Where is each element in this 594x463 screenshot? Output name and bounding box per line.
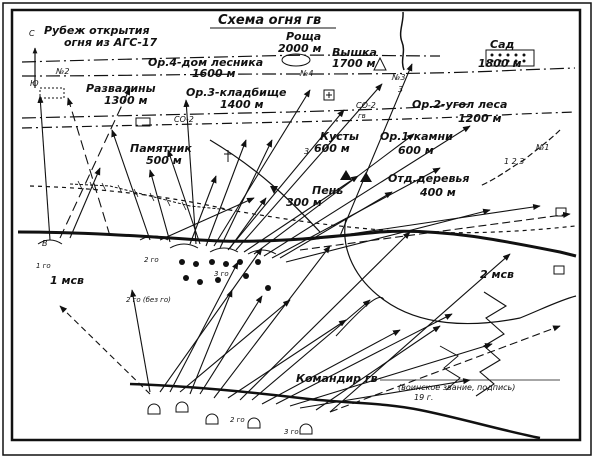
mark-n4: №4 xyxy=(299,69,313,78)
mark-msv2: 2 мсв xyxy=(480,268,514,281)
compass: С Ю xyxy=(29,29,39,88)
mark-go2b: 2 го xyxy=(230,416,245,424)
label-otd-dist: 400 м xyxy=(419,186,456,199)
label-rubezh-2: огня из АГС-17 xyxy=(64,36,158,49)
mark-b: В xyxy=(42,239,48,248)
mark-go3b: 3 го xyxy=(284,428,299,436)
stump-symbol xyxy=(270,170,372,194)
outer-frame xyxy=(2,2,592,456)
footer-signature: (воинское звание, подпись) xyxy=(398,383,515,392)
label-roshcha-dist: 2000 м xyxy=(278,42,321,55)
mark-go3a: 3 го xyxy=(214,270,229,278)
mark-gv: гв xyxy=(358,112,366,120)
label-roshcha-name: Роща xyxy=(286,30,321,43)
mark-3a: 3 xyxy=(398,85,403,94)
label-vyshka-dist: 1700 м xyxy=(332,57,375,70)
mark-v2go: 2 го (без го) xyxy=(126,296,171,304)
label-or4-dist: 1600 м xyxy=(192,67,235,80)
label-kusty-dist: 600 м xyxy=(314,142,350,155)
label-or4-name: Ор.4-дом лесника xyxy=(148,56,263,69)
mark-go2a: 2 го xyxy=(144,256,159,264)
fire-arrows-front xyxy=(37,63,571,263)
inner-frame xyxy=(10,8,582,442)
mark-n2: №2 xyxy=(55,67,69,76)
position-marks-front xyxy=(179,259,271,291)
label-razvaliny-dist: 1300 м xyxy=(104,94,147,107)
label-or3-name: Ор.3-кладбище xyxy=(186,86,287,99)
label-rubezh-1: Рубеж открытия xyxy=(44,24,150,37)
mark-co2b: СО-2 xyxy=(356,101,376,110)
label-or2-name: Ор.2-угол леса xyxy=(412,98,507,111)
front-line xyxy=(17,229,577,258)
sector-boundary-1 xyxy=(209,139,321,233)
trench-marks xyxy=(37,235,277,255)
label-kusty-name: Кусты xyxy=(320,130,359,143)
misc-symbols xyxy=(39,49,567,275)
label-sad-name: Сад xyxy=(490,38,514,51)
fire-arrows xyxy=(59,231,561,413)
label-razvaliny-name: Развалины xyxy=(86,82,156,95)
mark-v1go: 1 го xyxy=(36,262,51,270)
mark-123: 1 2 3 xyxy=(504,157,524,166)
garden-dots xyxy=(490,53,526,63)
compass-north: С xyxy=(29,29,35,38)
label-otd-name: Отд.деревья xyxy=(388,172,469,185)
label-pen-dist: 300 м xyxy=(286,196,322,209)
label-sad-dist: 1800 м xyxy=(478,57,521,70)
label-or1-name: Ор.1-камни xyxy=(380,130,453,143)
sector-boundary-2 xyxy=(344,217,577,325)
mark-3b: 3 xyxy=(304,147,309,156)
label-or1-dist: 600 м xyxy=(398,144,434,157)
label-or3-dist: 1400 м xyxy=(220,98,263,111)
sector-boundary-3 xyxy=(335,297,385,337)
label-or2-dist: 1200 м xyxy=(458,112,501,125)
mark-19: 19 г. xyxy=(414,393,433,402)
diagram-title: Схема огня гв xyxy=(218,13,321,28)
forest-edge-right xyxy=(479,129,561,187)
forest-edge-top xyxy=(399,11,405,71)
label-pen-name: Пень xyxy=(312,184,343,197)
position-marks-rear xyxy=(147,401,313,435)
mark-msv1: 1 мсв xyxy=(50,274,84,287)
mark-n1: №1 xyxy=(535,143,549,152)
mark-n3: №3 xyxy=(391,73,405,82)
label-pamyatnik-name: Памятник xyxy=(130,142,192,155)
barbed-wire xyxy=(69,183,231,211)
label-vyshka-name: Вышка xyxy=(332,46,377,59)
mark-co2a: СО-2 xyxy=(174,115,194,124)
label-pamyatnik-dist: 500 м xyxy=(146,154,182,167)
compass-south: Ю xyxy=(30,79,39,88)
footer-commander: Командир гв xyxy=(296,372,378,385)
